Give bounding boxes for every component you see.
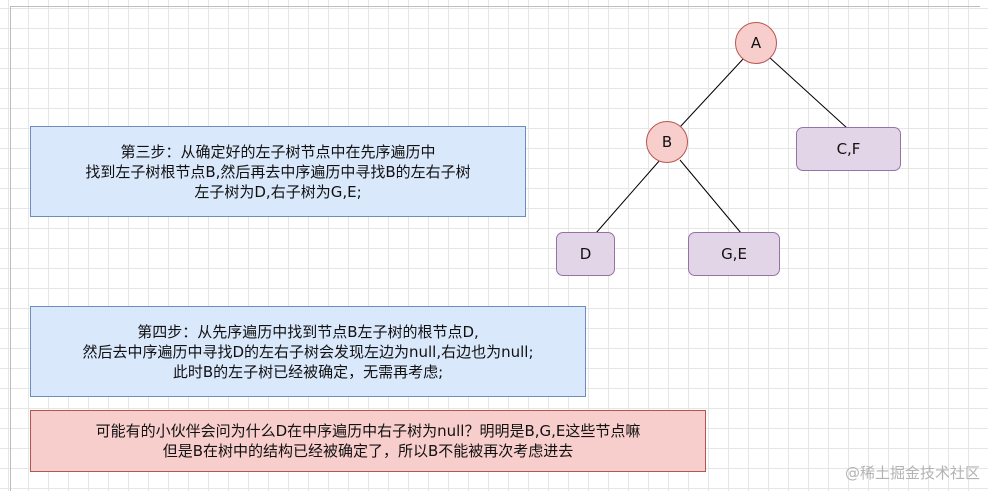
tree-node-a-label: A: [750, 34, 762, 52]
watermark: @稀土掘金技术社区: [844, 464, 980, 482]
tree-node-ge-label: G,E: [721, 245, 747, 263]
tree-node-ge[interactable]: G,E: [688, 232, 780, 276]
step3-note[interactable]: 第三步：从确定好的左子树节点中在先序遍历中 找到左子树根节点B,然后再去中序遍历…: [30, 126, 526, 217]
tree-node-cf-label: C,F: [836, 140, 861, 158]
step3-line-1: 第三步：从确定好的左子树节点中在先序遍历中: [120, 142, 436, 161]
canvas-frame-top: [10, 6, 980, 7]
step4-line-2: 然后去中序遍历中寻找D的左右子树会发现左边为null,右边也为null;: [82, 342, 534, 361]
edge-b-ge: [679, 159, 742, 234]
tree-node-d-label: D: [579, 245, 592, 263]
tree-node-b-label: B: [661, 133, 673, 151]
step3-line-2: 找到左子树根节点B,然后再去中序遍历中寻找B的左右子树: [85, 162, 471, 181]
canvas-frame-left: [10, 6, 11, 491]
step4-note[interactable]: 第四步：从先序遍历中找到节点B左子树的根节点D, 然后去中序遍历中寻找D的左右子…: [30, 306, 586, 397]
tree-node-b[interactable]: B: [646, 121, 688, 163]
question-line-1: 可能有的小伙伴会问为什么D在中序遍历中右子树为null？明明是B,G,E这些节点…: [95, 422, 641, 440]
tree-node-a[interactable]: A: [735, 22, 777, 64]
step4-line-1: 第四步：从先序遍历中找到节点B左子树的根节点D,: [137, 322, 479, 341]
step4-line-3: 此时B的左子树已经被确定，无需再考虑;: [172, 362, 444, 381]
tree-node-d[interactable]: D: [556, 232, 615, 276]
edge-b-d: [595, 159, 661, 234]
edge-a-cf: [768, 56, 848, 129]
question-note[interactable]: 可能有的小伙伴会问为什么D在中序遍历中右子树为null？明明是B,G,E这些节点…: [30, 410, 706, 472]
step3-line-3: 左子树为D,右子树为G,E;: [194, 182, 362, 201]
edge-a-b: [679, 57, 745, 128]
tree-node-cf[interactable]: C,F: [796, 127, 901, 171]
question-line-2: 但是B在树中的结构已经被确定了，所以B不能被再次考虑进去: [162, 442, 574, 460]
